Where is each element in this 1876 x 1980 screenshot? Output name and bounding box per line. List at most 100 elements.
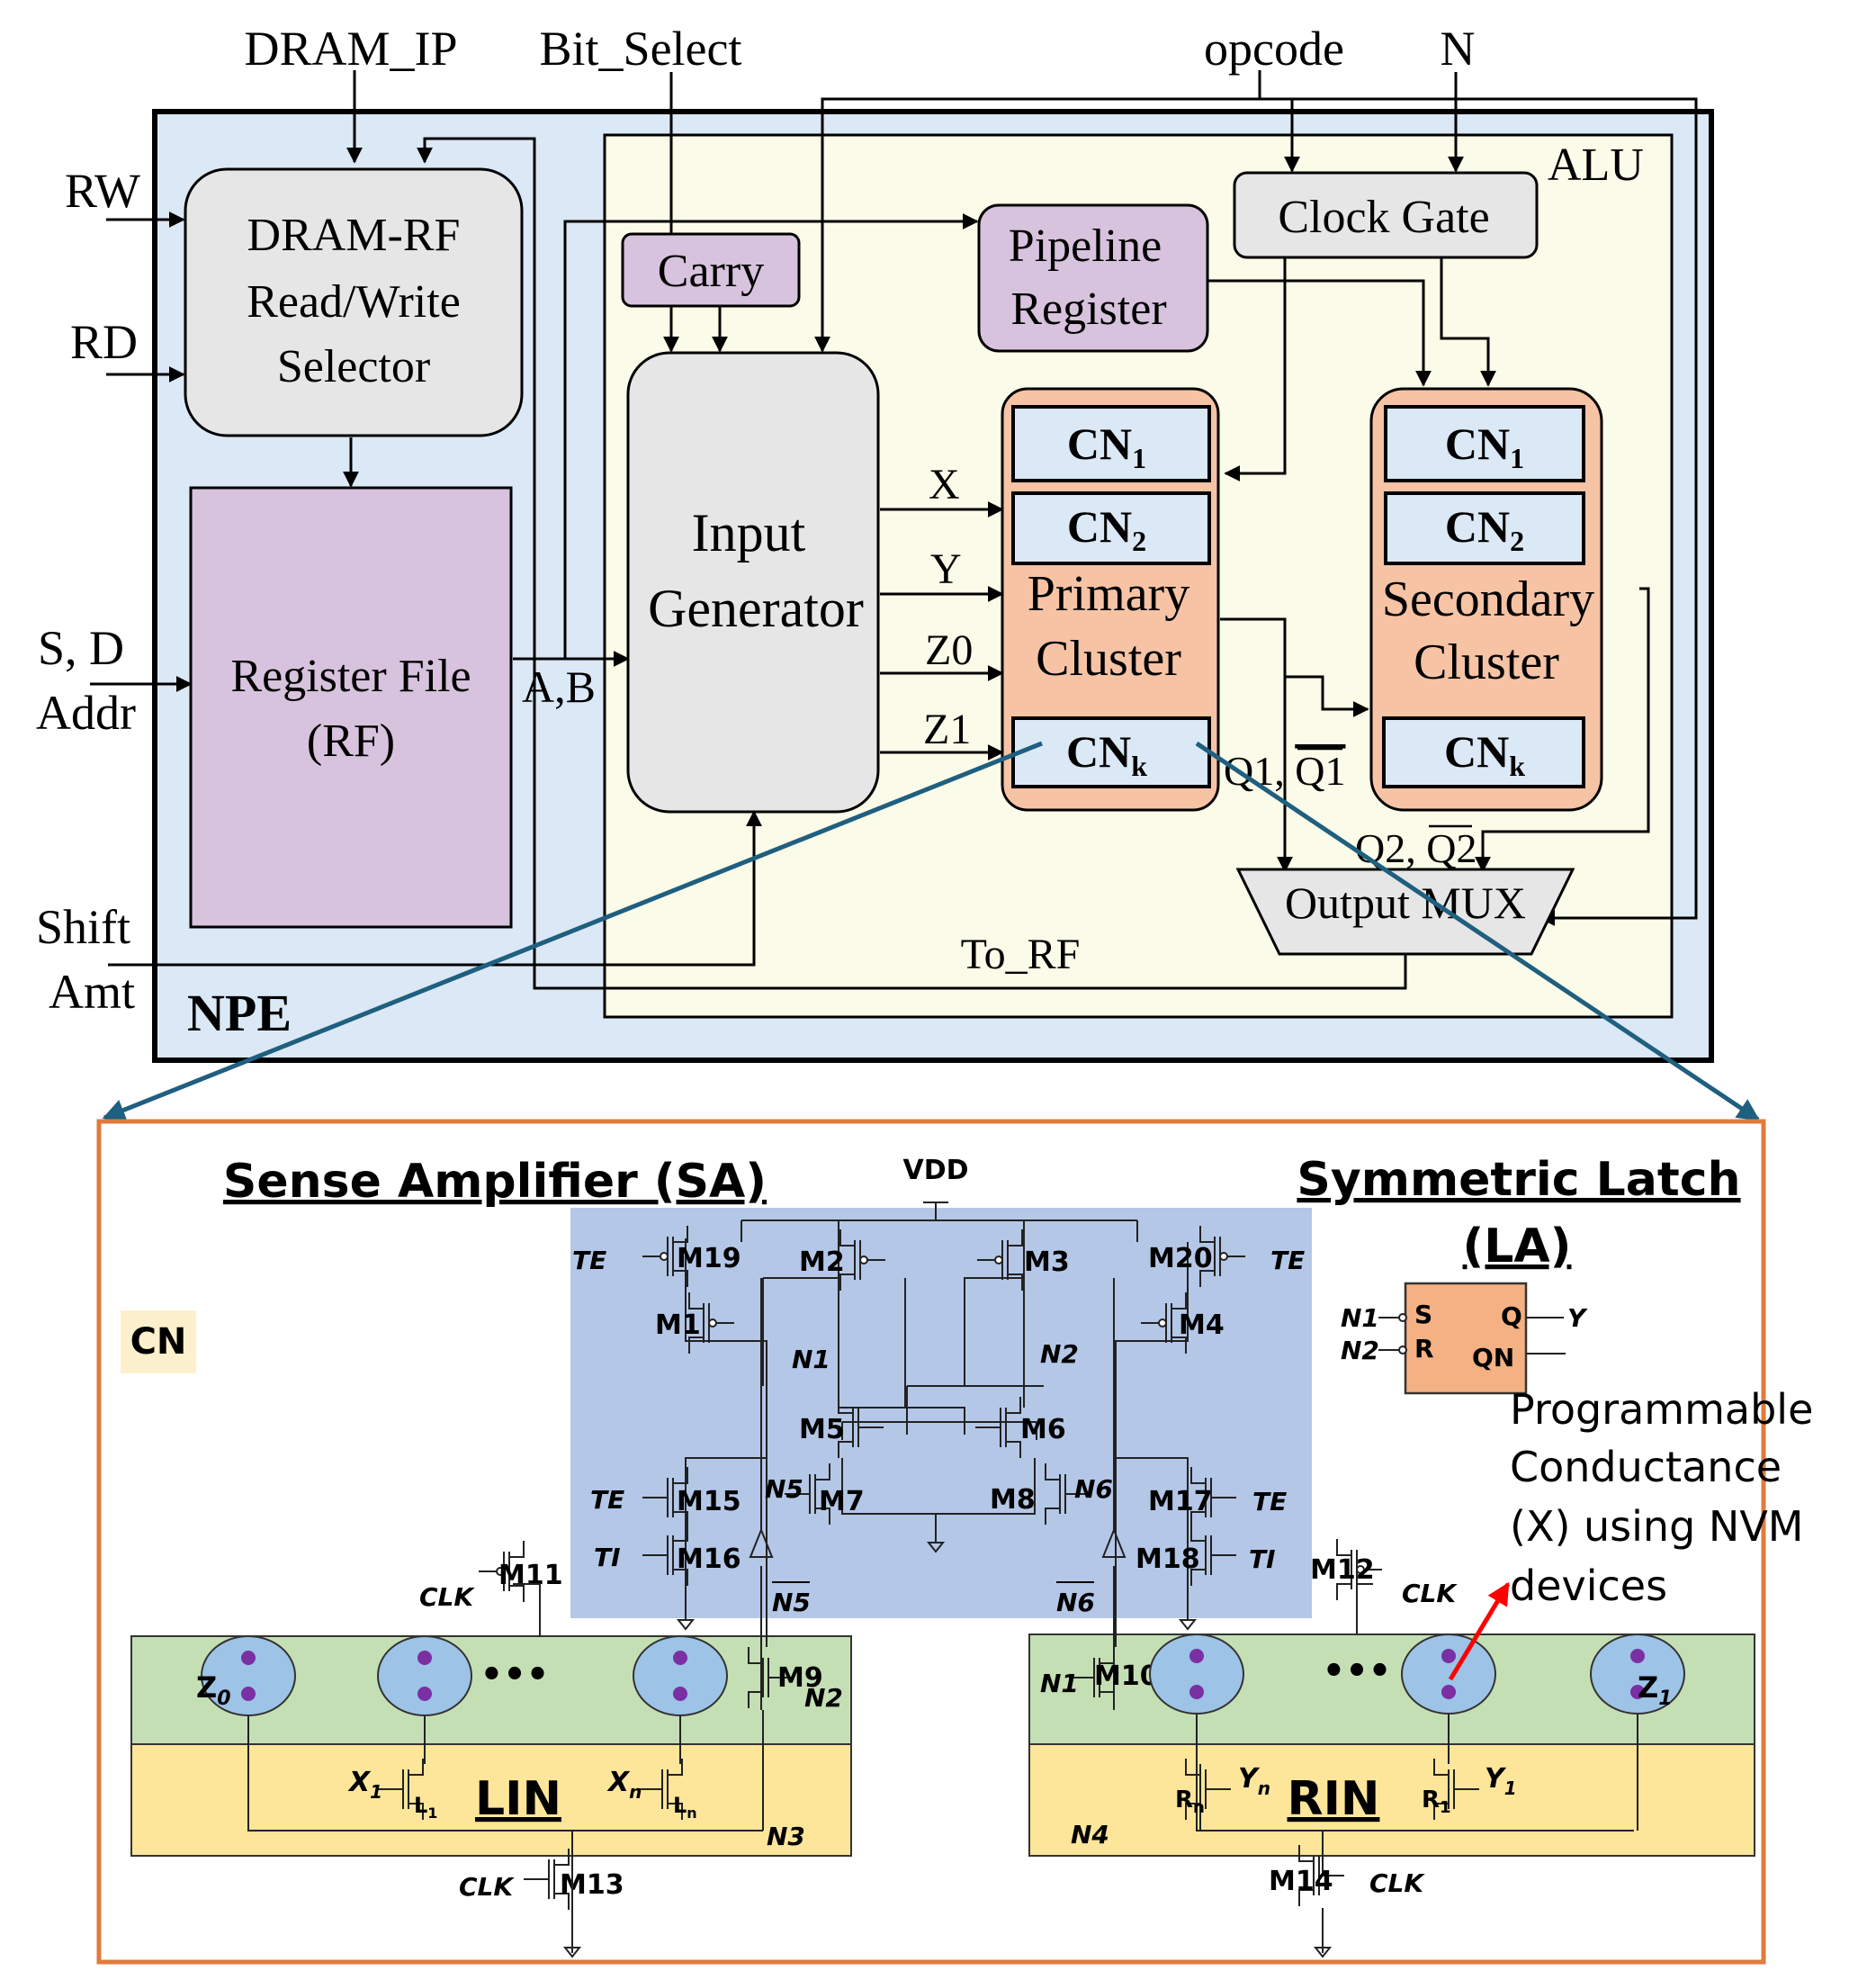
nvm-device (201, 1635, 296, 1716)
device-node-dot (673, 1687, 687, 1701)
input-generator-line2: Generator (648, 579, 864, 638)
q2-label: Q2, Q2 (1355, 825, 1477, 871)
pipeline-register-line2: Register (1010, 284, 1166, 335)
sa-outputs (766, 1386, 1117, 1647)
device-node-dot (1630, 1685, 1645, 1699)
carry-label: Carry (658, 246, 764, 297)
clock-gate-label: Clock Gate (1278, 192, 1489, 243)
input-rw: RW (65, 164, 140, 218)
right-dots: ••• (1323, 1651, 1392, 1692)
transistor-glyph (977, 1229, 1023, 1291)
n6-bar-label: N6 (1056, 1588, 1095, 1617)
programmable-arrow (1448, 1581, 1511, 1681)
register-file-line2: (RF) (307, 716, 395, 767)
transistor-glyph (1336, 1539, 1382, 1600)
secondary-cn2 (1384, 491, 1585, 565)
left-yellow-strip (130, 1743, 852, 1857)
te-label-2: TE (1270, 1246, 1305, 1275)
programmable-line3: (X) using NVM (1510, 1502, 1803, 1551)
nvm-device (1590, 1634, 1685, 1714)
n1-label: N1 (792, 1345, 830, 1374)
pipeline-register (977, 203, 1209, 353)
transistor-glyph (479, 1541, 525, 1602)
m5-label: M5 (799, 1414, 845, 1445)
q2-wire (1475, 587, 1650, 873)
output-mux (1235, 868, 1575, 956)
ground-symbol (926, 1530, 946, 1553)
device-node-dot (1189, 1685, 1204, 1699)
ab-label: A,B (522, 662, 596, 712)
transistor-glyph (642, 1467, 688, 1528)
n2-label: N2 (1040, 1339, 1079, 1369)
pipeline-to-secondary-wire (1206, 279, 1432, 387)
transistor-glyph (524, 1849, 570, 1910)
sense-amplifier-title: Sense Amplifier (SA) (223, 1155, 767, 1209)
cn-tag-label: CN (130, 1321, 187, 1363)
transistor-glyph (1298, 1845, 1344, 1906)
left-dots: ••• (480, 1654, 550, 1696)
n5-bar-label: N5 (772, 1588, 811, 1617)
vdd-rail (741, 1202, 1138, 1242)
shift-amt-wire (108, 810, 762, 967)
left-bottom-wiring (247, 1583, 764, 1953)
clk-label-3: CLK (459, 1872, 515, 1902)
nvm-devices (201, 1634, 1685, 1716)
primary-cluster-line2: Cluster (1036, 631, 1181, 687)
left-inverter (749, 1527, 774, 1558)
transistor-glyph (637, 1759, 683, 1820)
m7-label: M7 (819, 1486, 865, 1517)
device-node-dot (241, 1651, 256, 1665)
cg-to-primary-wire (1224, 257, 1287, 482)
latch-title-2: (LA) (1463, 1220, 1572, 1274)
sa-left-branch (685, 1238, 965, 1435)
input-generator (626, 351, 880, 814)
transistor-glyph (1190, 1525, 1236, 1586)
opcode-bus-wire (814, 70, 1261, 353)
transistor-glyph (1433, 1759, 1479, 1820)
nvm-device (633, 1635, 728, 1716)
pipeline-register-line1: Pipeline (1009, 220, 1162, 272)
m1-label: M1 (655, 1310, 701, 1341)
m12-label: M12 (1310, 1554, 1375, 1586)
te-label-3: TE (590, 1485, 624, 1515)
transistor-glyph (975, 1397, 1021, 1458)
carry-block (621, 232, 801, 308)
te-label-4: TE (1252, 1487, 1287, 1516)
input-n: N (1441, 22, 1476, 76)
input-dram-ip: DRAM_IP (244, 22, 457, 76)
npe-label: NPE (187, 984, 292, 1042)
transistor-glyph (748, 1647, 794, 1708)
secondary-cn1-label: CN1 (1445, 418, 1524, 474)
rn-label: Rn (1175, 1786, 1205, 1817)
m8-label: M8 (990, 1484, 1036, 1516)
x1-label: X1 (347, 1767, 382, 1803)
transistor-glyph (1141, 1292, 1187, 1354)
nvm-device (377, 1635, 472, 1716)
m19-label: M19 (677, 1243, 741, 1274)
transistor-glyph (642, 1226, 688, 1287)
clk-label-1: CLK (419, 1582, 475, 1612)
n2-gate-label: N2 (804, 1683, 843, 1713)
device-node-dot (417, 1687, 432, 1701)
transistor-glyph (1069, 1647, 1115, 1708)
z0-device-label: Z0 (196, 1670, 231, 1710)
m15-label: M15 (677, 1486, 741, 1517)
primary-to-secondary-wire (1220, 617, 1369, 717)
transistor-glyph (642, 1525, 688, 1586)
device-node-dot (1441, 1649, 1456, 1663)
transistor-glyph (785, 1463, 830, 1525)
input-rd: RD (70, 315, 138, 369)
latch-r-pin: R (1414, 1334, 1434, 1364)
m4-label: M4 (1179, 1310, 1225, 1341)
z0-label: Z0 (925, 626, 973, 674)
device-node-dot (1189, 1649, 1204, 1663)
latch-out: Y (1567, 1303, 1588, 1333)
input-sd-addr-2: Addr (36, 686, 136, 740)
z1-label: Z1 (923, 706, 971, 753)
programmable-line2: Conductance (1510, 1443, 1782, 1491)
vdd-label: VDD (902, 1155, 968, 1186)
input-sd-addr-1: S, D (38, 621, 124, 675)
yn-label: Yn (1238, 1763, 1270, 1799)
m18-label: M18 (1135, 1544, 1200, 1575)
